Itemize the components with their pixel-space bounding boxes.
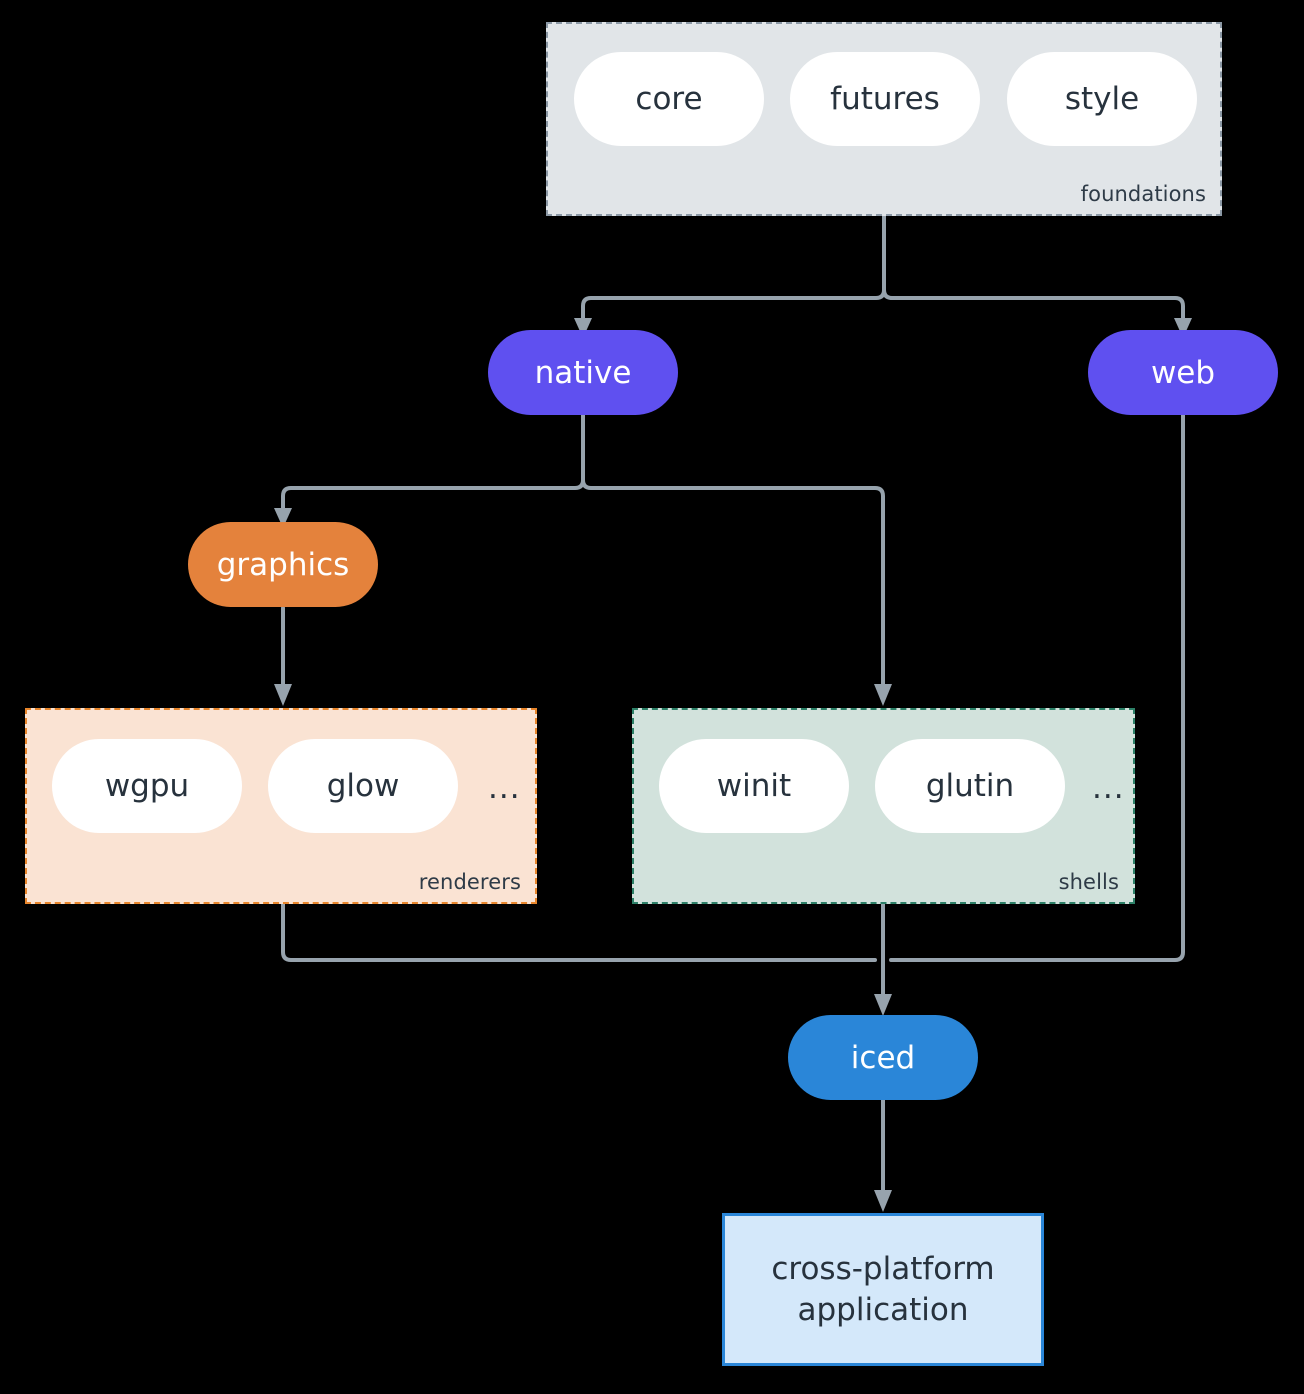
node-iced[interactable]: iced [788,1015,978,1100]
node-graphics-label: graphics [216,546,350,583]
node-wgpu-label: wgpu [104,768,190,804]
edge-renderers-to-iced [281,901,877,962]
application-line-1: cross-platform [771,1250,995,1287]
group-shells: winit glutin ... shells [632,708,1135,904]
edge-foundations-to-native [574,214,886,338]
node-web-label: web [1150,354,1216,391]
edge-iced-to-application [874,1098,892,1212]
edge-native-to-graphics [274,412,585,528]
node-wgpu[interactable]: wgpu [52,739,242,833]
edge-native-to-shells [581,478,892,706]
node-graphics[interactable]: graphics [188,522,378,607]
node-web[interactable]: web [1088,330,1278,415]
node-native-label: native [534,354,632,391]
node-style-label: style [1064,81,1140,117]
renderers-overflow-ellipsis: ... [488,770,521,806]
group-renderers-label: renderers [418,870,521,894]
application-line-2: application [797,1291,969,1328]
node-glutin-label: glutin [925,768,1015,804]
node-futures[interactable]: futures [790,52,980,146]
group-foundations-label: foundations [1080,182,1206,206]
node-glow-label: glow [326,768,400,804]
group-renderers: wgpu glow ... renderers [25,708,537,904]
edge-web-to-iced [889,412,1185,962]
node-winit-label: winit [716,768,792,804]
node-native[interactable]: native [488,330,678,415]
node-glow[interactable]: glow [268,739,458,833]
edge-graphics-to-renderers [274,606,292,706]
group-shells-label: shells [1058,870,1119,894]
node-cross-platform-application[interactable]: cross-platform application [722,1213,1044,1366]
node-winit[interactable]: winit [659,739,849,833]
node-iced-label: iced [850,1039,916,1076]
node-core[interactable]: core [574,52,764,146]
edge-shells-to-iced [874,901,892,1016]
node-core-label: core [635,81,703,117]
node-glutin[interactable]: glutin [875,739,1065,833]
group-foundations: core futures style foundations [546,22,1222,216]
edge-foundations-to-web [882,288,1192,338]
node-futures-label: futures [830,81,940,117]
node-style[interactable]: style [1007,52,1197,146]
shells-overflow-ellipsis: ... [1092,770,1125,806]
